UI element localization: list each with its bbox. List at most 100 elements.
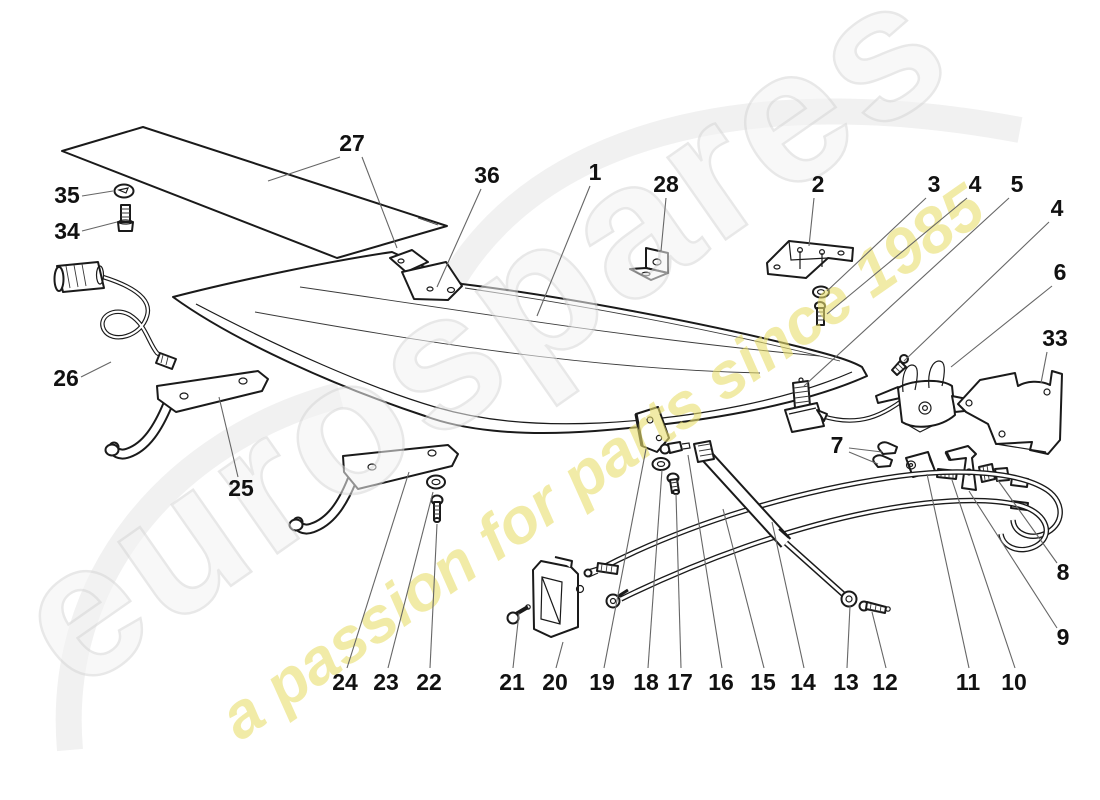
leader-line-6: [950, 285, 1053, 368]
part-label-17: 17: [667, 669, 693, 695]
background-swoosh: [55, 98, 1023, 752]
leader-line-10: [951, 479, 1016, 669]
leader-line-26: [80, 361, 112, 378]
part-label-9: 9: [1057, 624, 1070, 650]
leader-line-33: [1040, 351, 1048, 384]
lock-carrier-bracket-33: [957, 370, 1063, 455]
part-label-26: 26: [53, 365, 79, 391]
leader-line-24: [346, 471, 410, 669]
leader-line-14: [771, 521, 805, 669]
leader-line-19: [603, 448, 647, 669]
part-label-4b: 4: [1051, 195, 1064, 221]
part-label-19: 19: [589, 669, 615, 695]
ball-socket-13: [840, 590, 858, 608]
gas-strut-14: [693, 440, 846, 597]
leader-line-2: [808, 197, 815, 247]
leader-line-27: [361, 156, 398, 249]
hinge-25: [104, 370, 269, 460]
leader-line-7: [848, 447, 883, 453]
leader-line-1: [536, 185, 591, 317]
leader-line-12: [871, 611, 887, 669]
leader-line-27: [267, 156, 341, 182]
bolt-12: [858, 600, 891, 614]
clip-7a: [877, 441, 898, 455]
leader-line-15: [722, 508, 765, 669]
part-label-34: 34: [54, 218, 80, 244]
lock-microswitch: [784, 398, 905, 433]
leader-line-7: [848, 451, 879, 465]
clip-7b: [872, 454, 893, 468]
part-label-16: 16: [708, 669, 734, 695]
leader-line-34: [81, 221, 118, 232]
part-label-22: 22: [416, 669, 442, 695]
leader-line-9: [968, 490, 1058, 629]
part-label-11: 11: [956, 669, 981, 695]
part-label-33: 33: [1042, 325, 1068, 351]
leader-line-3: [826, 197, 927, 292]
heat-shield-panel: [61, 126, 448, 259]
part-label-25: 25: [228, 475, 254, 501]
leader-line-22: [429, 523, 438, 669]
lock-bracket-2: [766, 240, 854, 279]
leader-line-18: [647, 469, 663, 669]
part-label-21: 21: [499, 669, 525, 695]
part-label-1: 1: [589, 159, 602, 185]
leader-line-4: [826, 197, 968, 315]
leader-line-11: [926, 473, 970, 669]
leader-line-4b: [903, 221, 1050, 362]
release-cable-lower: [605, 497, 1049, 609]
part-label-4: 4: [969, 171, 982, 197]
leader-line-20: [555, 641, 564, 669]
hood-lock-6: [875, 360, 975, 433]
leader-line-25: [218, 396, 239, 478]
part-label-24: 24: [332, 669, 358, 695]
bolt-4b: [891, 354, 909, 376]
part-label-14: 14: [790, 669, 816, 695]
part-label-28: 28: [653, 171, 679, 197]
bolt-34: [117, 204, 134, 232]
leader-line-5: [803, 197, 1010, 387]
leader-line-28: [660, 197, 667, 252]
part-label-7: 7: [831, 432, 844, 458]
cable-bracket-9: [944, 445, 977, 491]
washer-18: [651, 457, 671, 471]
part-label-13: 13: [833, 669, 859, 695]
part-label-18: 18: [633, 669, 659, 695]
leader-line-21: [512, 612, 520, 669]
part-label-2: 2: [812, 171, 825, 197]
leader-line-13: [846, 605, 851, 669]
flap-hinge-bracket-36: [389, 249, 463, 301]
leader-line-17: [675, 493, 682, 669]
part-label-36: 36: [474, 162, 500, 188]
part-label-12: 12: [872, 669, 898, 695]
part-label-27: 27: [339, 130, 365, 156]
part-label-3: 3: [928, 171, 941, 197]
leader-line-35: [81, 190, 114, 197]
washer-35: [113, 183, 135, 199]
washer-23: [426, 474, 446, 490]
leader-line-23: [387, 491, 434, 669]
strut-bracket-19: [634, 406, 670, 453]
angle-bracket-28: [629, 247, 669, 281]
adjuster-bolt-8: [978, 463, 1010, 483]
bolt-17: [666, 472, 680, 495]
hinge-24: [288, 444, 459, 535]
part-label-10: 10: [1001, 669, 1027, 695]
bolt-4: [814, 301, 826, 326]
part-label-35: 35: [54, 182, 80, 208]
ball-stud-16: [659, 441, 691, 455]
cable-switch-26: [53, 261, 177, 370]
leader-line-36: [436, 188, 482, 288]
part-label-23: 23: [373, 669, 399, 695]
striker-20: [532, 556, 585, 638]
part-label-15: 15: [750, 669, 776, 695]
washer-3: [812, 285, 830, 299]
leader-line-16: [687, 454, 723, 669]
leader-line-8: [996, 478, 1058, 564]
part-label-5: 5: [1011, 171, 1024, 197]
bolt-22: [430, 494, 444, 523]
part-label-8: 8: [1057, 559, 1070, 585]
